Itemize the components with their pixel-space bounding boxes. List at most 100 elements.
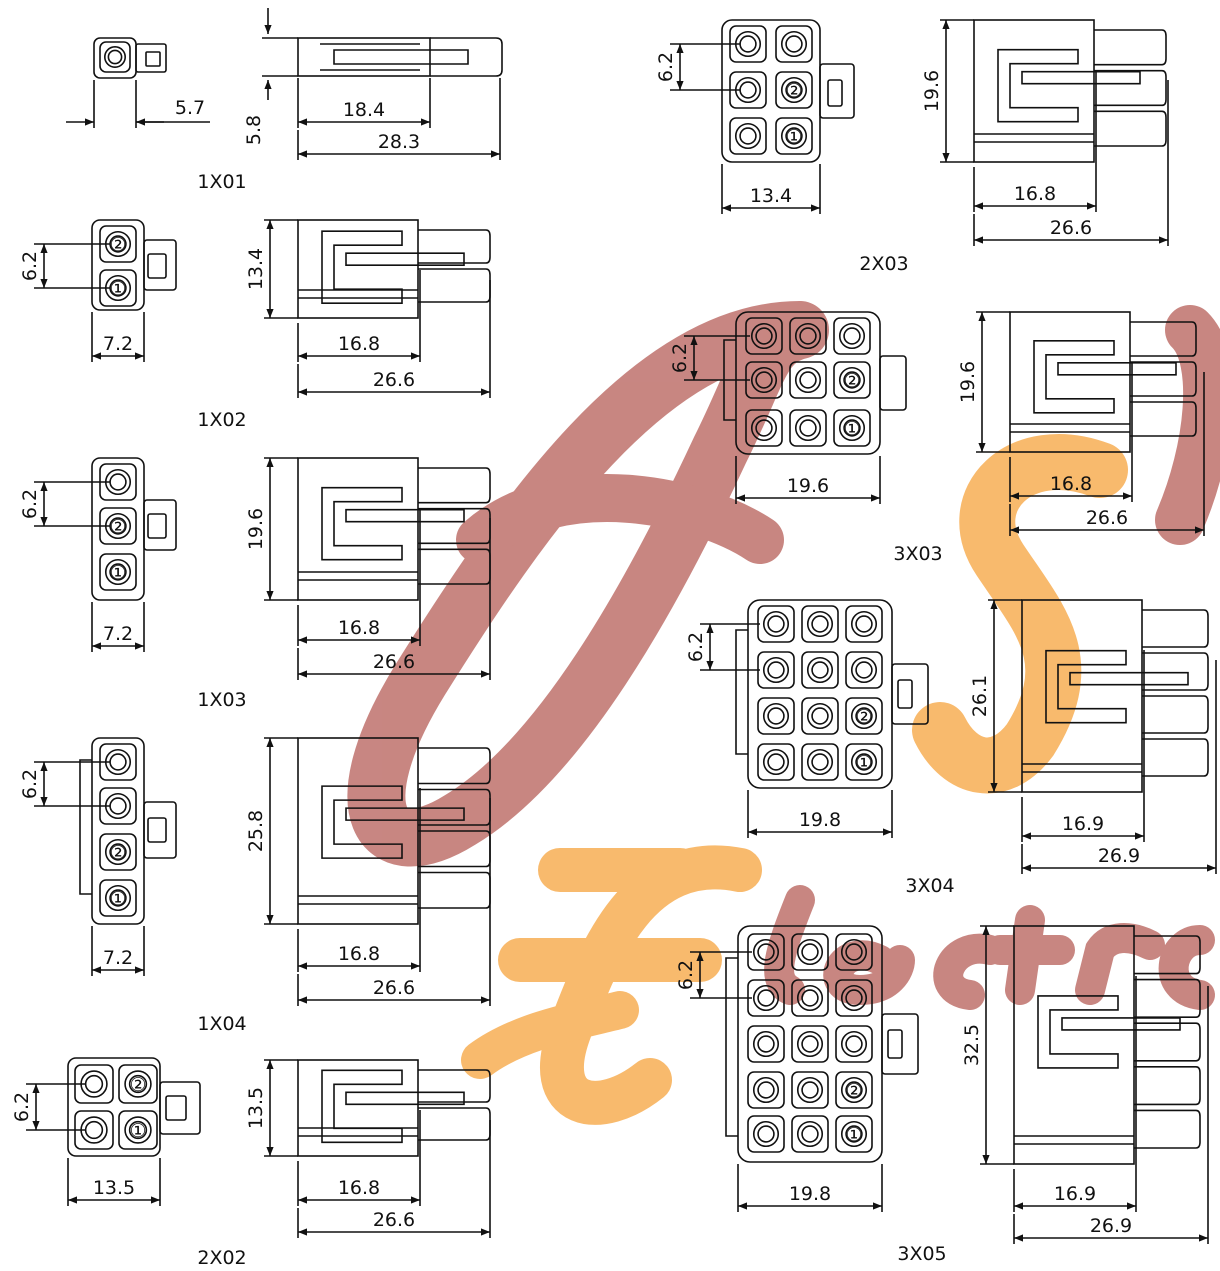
watermark-lectro <box>764 885 1215 1010</box>
pin-number-label: ① <box>109 562 126 584</box>
side-pin <box>1094 69 1167 107</box>
body-length-dimension-text: 16.9 <box>1054 1183 1096 1205</box>
pin-ring-outer <box>796 1076 824 1104</box>
pin-ring-inner <box>109 473 127 491</box>
total-length-dimension-text: 26.6 <box>1086 507 1128 529</box>
side-latch <box>997 48 1079 123</box>
pin-ring-inner <box>757 1081 775 1099</box>
pin-cell <box>118 1110 158 1150</box>
pin-cell <box>801 697 839 735</box>
height-text: 5.8 <box>243 115 265 145</box>
watermark-a-loop <box>456 474 784 564</box>
connector-name: 3X05 <box>897 1243 946 1265</box>
pin-ring-inner <box>811 661 829 679</box>
side-body <box>297 37 431 77</box>
pin-ring-inner <box>811 753 829 771</box>
latch-window <box>147 513 167 539</box>
pin-ring-inner <box>855 661 873 679</box>
latch-window <box>147 253 167 279</box>
pin-ring-inner <box>767 661 785 679</box>
width-dimension-text: 13.5 <box>93 1177 135 1199</box>
height-dimension-text: 13.5 <box>245 1087 267 1129</box>
pin-ring-outer <box>796 1120 824 1148</box>
side-latch-tail <box>1069 671 1189 686</box>
pin-number-label: ① <box>129 1120 146 1142</box>
pin-cell <box>835 933 873 971</box>
connector-name: 1X04 <box>197 1013 246 1035</box>
pin-ring-outer <box>806 610 834 638</box>
pin-ring-outer <box>840 1030 868 1058</box>
side-pin <box>1142 609 1209 648</box>
watermark-e-tail <box>461 991 639 1079</box>
side-pin <box>430 37 503 77</box>
pin-cell <box>791 1115 829 1153</box>
height-dimension-text: 19.6 <box>245 508 267 550</box>
pin-ring-outer <box>752 1076 780 1104</box>
pitch-text: 6.2 <box>669 343 691 373</box>
pin-ring-inner <box>855 615 873 633</box>
pin-ring-inner <box>767 707 785 725</box>
pin-cell <box>789 409 827 447</box>
pin-number-label: ② <box>843 370 860 392</box>
width-dimension-text: 19.8 <box>789 1183 831 1205</box>
latch-housing <box>135 43 167 73</box>
side-latch-tail <box>345 807 465 821</box>
side-pin <box>1094 29 1167 66</box>
latch-window <box>145 51 161 67</box>
side-pin <box>418 1107 491 1141</box>
pin-ring-inner <box>739 81 757 99</box>
pin-number-label: ① <box>109 888 126 910</box>
pin-number-label: ① <box>109 278 126 300</box>
side-pin <box>1142 652 1209 691</box>
pin-ring-outer <box>750 366 778 394</box>
pin-ring-outer <box>750 414 778 442</box>
total-length-dimension-text: 26.6 <box>373 369 415 391</box>
pin-cell <box>99 41 131 73</box>
pin-cell <box>775 71 813 109</box>
pin-ring-inner <box>843 371 861 389</box>
pin-ring-outer <box>794 322 822 350</box>
pin-cell <box>835 1115 873 1153</box>
pin-ring-outer <box>840 1120 868 1148</box>
pin-ring-inner <box>128 1074 148 1094</box>
pin-cell <box>845 651 883 689</box>
pin-ring-inner <box>755 327 773 345</box>
side-latch <box>321 785 403 859</box>
pin-cell <box>789 361 827 399</box>
pin-ring-inner <box>109 797 127 815</box>
pin-cell <box>833 409 871 447</box>
height-dimension-text: 19.6 <box>957 361 979 403</box>
body-length-dimension-text: 16.8 <box>1014 183 1056 205</box>
side-pin <box>1130 401 1197 437</box>
pin-ring-inner <box>767 753 785 771</box>
pin-cell <box>775 117 813 155</box>
side-latch-tail <box>1057 362 1177 376</box>
pin-ring-inner <box>109 279 127 297</box>
pin-cell <box>801 605 839 643</box>
side-latch-tail <box>345 1091 465 1106</box>
pin-ring-outer <box>752 984 780 1012</box>
side-latch <box>321 230 403 304</box>
pin-number-label: ② <box>785 80 802 102</box>
latch-window <box>165 1095 187 1121</box>
side-body <box>1013 925 1135 1165</box>
pin-ring-outer <box>840 984 868 1012</box>
pin-ring-inner <box>84 1120 104 1140</box>
pin-ring-outer <box>752 1030 780 1058</box>
pin-ring-outer <box>762 610 790 638</box>
side-pin <box>418 871 491 909</box>
pin-ring-inner <box>128 1120 148 1140</box>
pin-ring-inner <box>845 1125 863 1143</box>
pin-ring-inner <box>785 81 803 99</box>
side-pin <box>1134 935 1201 975</box>
pin-ring-outer <box>780 76 808 104</box>
pin-cell <box>845 697 883 735</box>
pin-cell <box>757 743 795 781</box>
height-dimension-text: 13.4 <box>245 248 267 290</box>
body-length-dimension-text: 16.9 <box>1062 813 1104 835</box>
latch-housing <box>143 239 177 291</box>
pin-ring-outer <box>794 414 822 442</box>
side-body <box>973 19 1095 163</box>
pin-ring-inner <box>755 371 773 389</box>
